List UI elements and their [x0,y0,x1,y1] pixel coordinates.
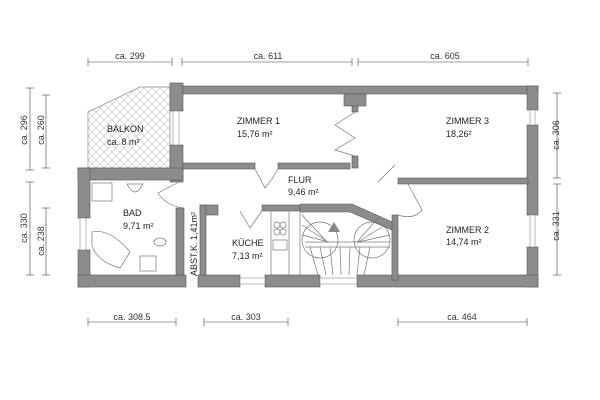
doors [157,111,423,229]
room-area-balkon: ca. 8 m² [107,137,140,147]
room-name-zimmer-1: ZIMMER 1 [237,116,280,126]
dim-top-3: ca. 605 [430,51,460,61]
dim-left-outer-1: ca. 296 [19,115,29,145]
dim-left-inner-1: ca. 260 [36,115,46,145]
room-area-zimmer-2: 14,74 m² [446,237,482,247]
room-name-kueche: KÜCHE [232,238,264,248]
dim-bottom-1: ca. 308.5 [113,312,150,322]
room-name-zimmer-3: ZIMMER 3 [446,116,489,126]
balcony-area [87,86,171,169]
walls [77,82,539,288]
dim-top-2: ca. 611 [254,51,283,61]
room-name-flur: FLUR [288,175,312,185]
room-area-bad: 9,71 m² [123,221,154,231]
dim-bottom-2: ca. 303 [231,312,261,322]
dim-left-inner-2: ca. 238 [36,226,46,256]
dim-left-outer-2: ca. 330 [19,213,29,243]
kitchen-counter [270,210,290,276]
room-name-bad: BAD [123,208,142,218]
dim-top-1: ca. 299 [115,51,145,61]
room-label-abstellkammer: ABST.K. 1,41m² [189,212,199,276]
room-area-kueche: 7,13 m² [232,251,263,261]
room-area-zimmer-3: 18,26² [446,129,472,139]
room-name-balkon: BALKON [107,124,144,134]
dim-right-1: ca. 306 [551,120,561,150]
stair-arrow-icon [328,222,340,232]
bathroom-fixtures [91,182,167,272]
room-name-zimmer-2: ZIMMER 2 [446,225,489,235]
dimension-lines [26,58,561,326]
room-area-flur: 9,46 m² [288,187,319,197]
dim-bottom-3: ca. 464 [447,312,477,322]
room-area-zimmer-1: 15,76 m² [237,129,273,139]
staircase [299,212,393,276]
dim-right-2: ca. 331 [551,211,561,241]
windows [79,109,536,285]
